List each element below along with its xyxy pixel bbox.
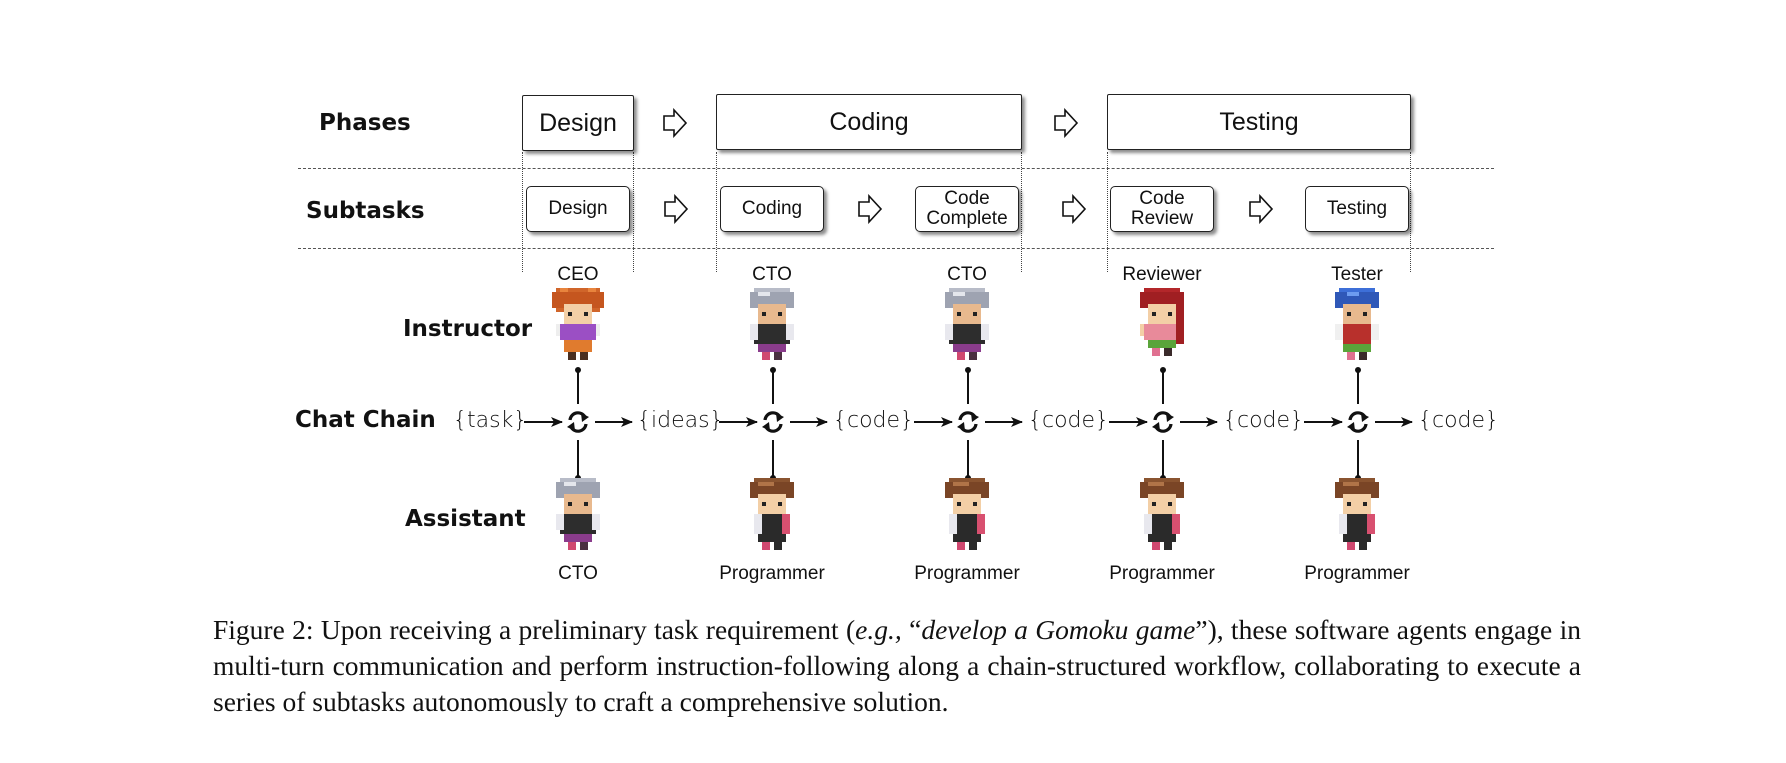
chain-token-task: {task} — [453, 408, 528, 433]
hollow-right-arrow-icon — [1249, 194, 1274, 224]
subtask-testing: Testing — [1305, 186, 1409, 232]
reviewer-avatar-icon — [1140, 288, 1184, 356]
assistant-role-3: Programmer — [914, 563, 1020, 584]
row-label-assistant: Assistant — [405, 506, 526, 532]
subtask-coding: Coding — [720, 186, 824, 232]
chain-token-code-4: {code} — [1418, 408, 1500, 433]
assistant-role-4: Programmer — [1109, 563, 1215, 584]
chain-token-code-1: {code} — [833, 408, 915, 433]
hollow-right-arrow-icon — [1062, 194, 1087, 224]
guide-coding-right — [1021, 152, 1022, 272]
chain-token-code-3: {code} — [1223, 408, 1305, 433]
guide-design-right — [633, 152, 634, 272]
programmer-avatar-icon — [945, 478, 989, 550]
chain-token-code-2: {code} — [1028, 408, 1110, 433]
assistant-role-1: CTO — [558, 563, 598, 584]
caption-quote-close: ” — [1195, 614, 1208, 645]
hollow-right-arrow-icon — [664, 194, 689, 224]
instructor-role-5: Tester — [1331, 264, 1383, 285]
cto-avatar-icon — [945, 288, 989, 360]
assistant-role-5: Programmer — [1304, 563, 1410, 584]
separator-subtasks-roles — [298, 248, 1494, 249]
programmer-avatar-icon — [750, 478, 794, 550]
subtask-code-review: Code Review — [1110, 186, 1214, 232]
figure-caption: Figure 2: Upon receiving a preliminary t… — [213, 612, 1581, 720]
instructor-role-1: CEO — [557, 264, 599, 285]
row-label-instructor: Instructor — [403, 316, 533, 342]
refresh-cycle-icon — [1152, 411, 1174, 433]
caption-quote-open: “ — [901, 614, 922, 645]
guide-testing-right — [1410, 152, 1411, 272]
phase-coding: Coding — [716, 94, 1022, 150]
programmer-avatar-icon — [1140, 478, 1184, 550]
caption-suffix: ), these software agents engage in multi… — [213, 614, 1581, 717]
hollow-right-arrow-icon — [663, 108, 688, 138]
instructor-role-4: Reviewer — [1122, 264, 1202, 285]
refresh-cycle-icon — [762, 411, 784, 433]
phase-design: Design — [522, 95, 634, 151]
instructor-role-2: CTO — [752, 264, 792, 285]
programmer-avatar-icon — [1335, 478, 1379, 550]
guide-design-left — [522, 152, 523, 272]
refresh-cycle-icon — [957, 411, 979, 433]
caption-eg: e.g., — [855, 614, 902, 645]
refresh-cycle-icon — [1347, 411, 1369, 433]
row-label-subtasks: Subtasks — [306, 198, 425, 224]
cto-avatar-icon — [556, 478, 600, 550]
tester-avatar-icon — [1335, 288, 1379, 360]
row-label-phases: Phases — [319, 110, 411, 136]
subtask-design: Design — [526, 186, 630, 232]
instructor-role-3: CTO — [947, 264, 987, 285]
subtask-code-complete: Code Complete — [915, 186, 1019, 232]
chain-token-ideas: {ideas} — [637, 408, 724, 433]
caption-example: develop a Gomoku game — [921, 614, 1196, 645]
assistant-role-2: Programmer — [719, 563, 825, 584]
caption-prefix: Figure 2: Upon receiving a preliminary t… — [213, 614, 856, 645]
hollow-right-arrow-icon — [1054, 108, 1079, 138]
guide-coding-left — [716, 152, 717, 272]
cto-avatar-icon — [750, 288, 794, 360]
row-label-chat-chain: Chat Chain — [295, 407, 436, 433]
phase-testing: Testing — [1107, 94, 1411, 150]
ceo-avatar-icon — [552, 288, 604, 360]
hollow-right-arrow-icon — [858, 194, 883, 224]
refresh-cycle-icon — [567, 411, 589, 433]
guide-testing-left — [1107, 152, 1108, 272]
chat-chain-connectors — [524, 367, 1413, 481]
separator-phases-subtasks — [298, 168, 1494, 169]
